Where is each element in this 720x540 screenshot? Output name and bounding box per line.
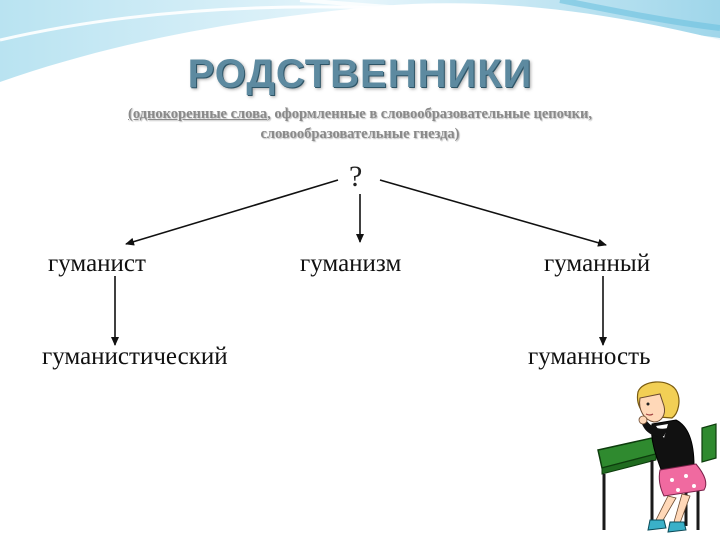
subtitle-line1-rest: , оформленные в словообразовательные цеп… [267,106,592,122]
girl-thinking-at-desk-illustration [597,381,717,533]
word-left-child: гуманистический [42,343,228,370]
word-center: гуманизм [300,250,402,277]
word-left: гуманист [48,250,146,277]
word-right-child: гуманность [528,343,651,370]
subtitle-underlined: (однокоренные слова [128,106,268,122]
slide-title: РОДСТВЕННИКИ [187,52,533,96]
arrow-root-to-right [379,179,607,247]
arrow-root-to-left [125,179,339,246]
subtitle: (однокоренные слова, оформленные в слово… [60,104,660,144]
word-right: гуманный [544,250,651,277]
header-swoosh-decoration [0,0,720,82]
subtitle-line2: словообразовательные гнезда) [260,126,460,142]
root-node: ? [349,160,363,193]
